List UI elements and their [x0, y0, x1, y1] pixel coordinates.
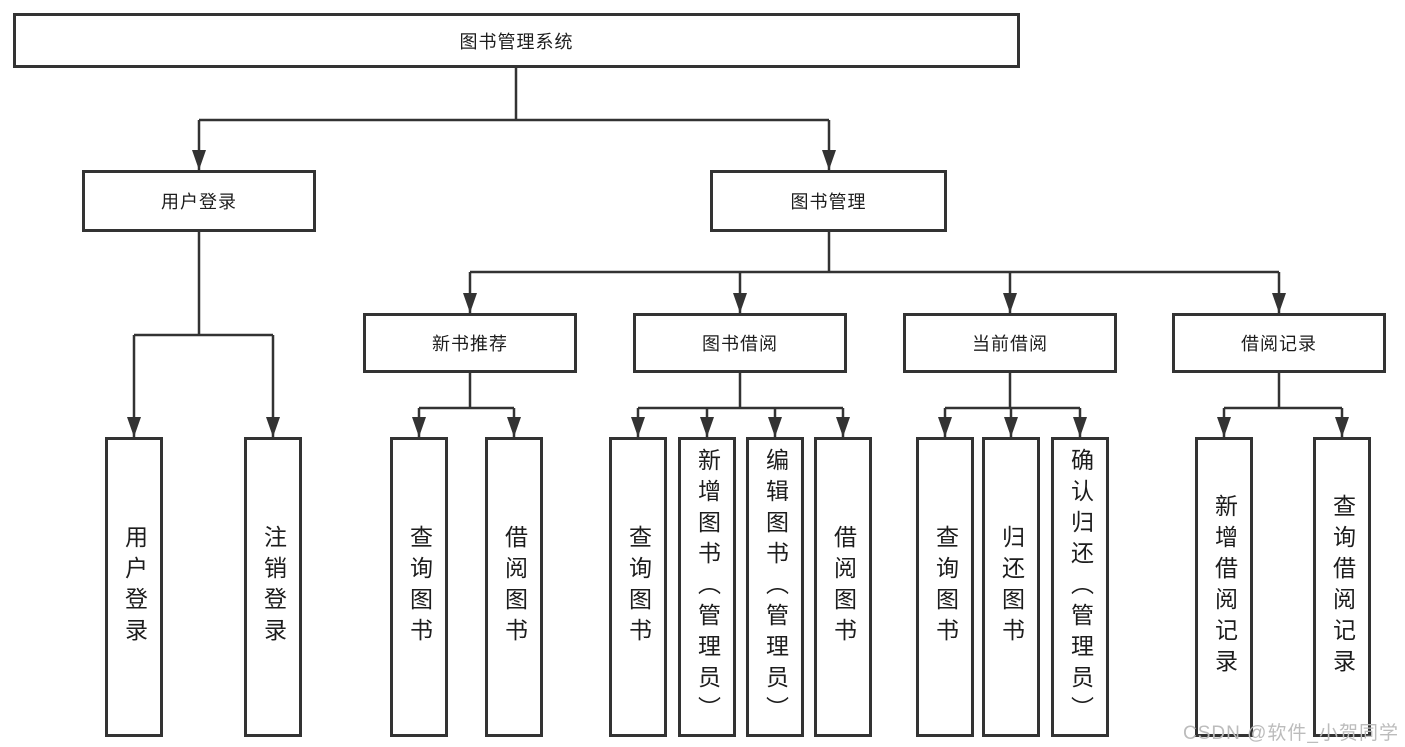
node-library-management-system: 图书管理系统 [13, 13, 1020, 68]
leaf-query-book-borrow: 查询图书 [609, 437, 667, 737]
leaf-edit-book-admin: 编辑图书（管理员） [746, 437, 804, 737]
leaf-user-login: 用户登录 [105, 437, 163, 737]
node-user-login: 用户登录 [82, 170, 316, 232]
node-borrow-records: 借阅记录 [1172, 313, 1386, 373]
leaf-logout: 注销登录 [244, 437, 302, 737]
node-book-borrow: 图书借阅 [633, 313, 847, 373]
leaf-add-borrow-record: 新增借阅记录 [1195, 437, 1253, 737]
node-current-borrow: 当前借阅 [903, 313, 1117, 373]
leaf-query-book-current: 查询图书 [916, 437, 974, 737]
leaf-borrow-book: 借阅图书 [814, 437, 872, 737]
leaf-borrow-book-recommend: 借阅图书 [485, 437, 543, 737]
node-book-management: 图书管理 [710, 170, 947, 232]
leaf-query-book-recommend: 查询图书 [390, 437, 448, 737]
node-new-book-recommend: 新书推荐 [363, 313, 577, 373]
csdn-watermark: CSDN @软件_小贺同学 [1183, 723, 1399, 744]
leaf-confirm-return-admin: 确认归还（管理员） [1051, 437, 1109, 737]
leaf-return-book: 归还图书 [982, 437, 1040, 737]
leaf-add-book-admin: 新增图书（管理员） [678, 437, 736, 737]
leaf-query-borrow-record: 查询借阅记录 [1313, 437, 1371, 737]
